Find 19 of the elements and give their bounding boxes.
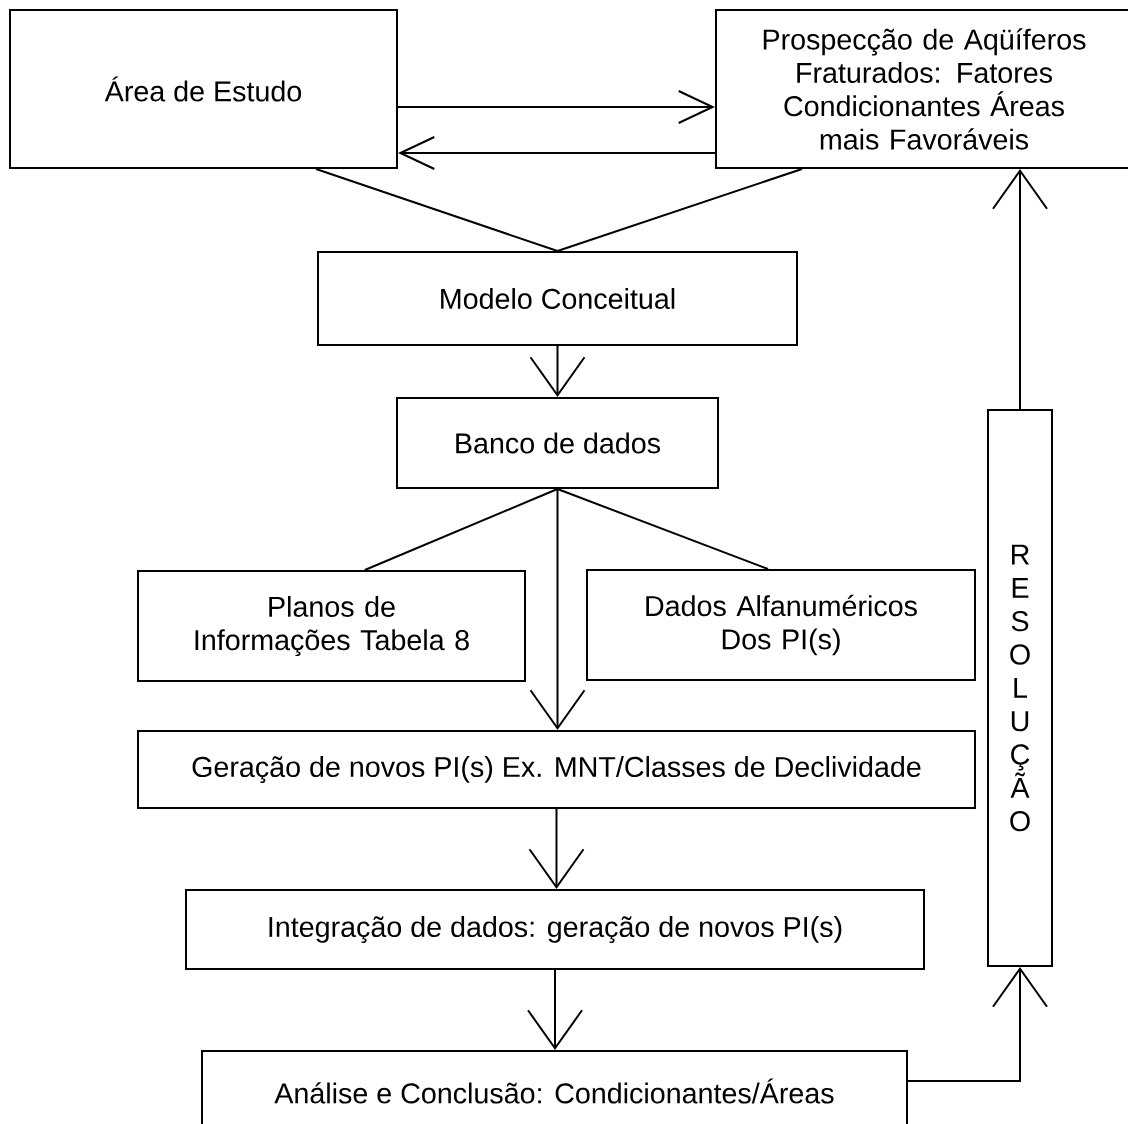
process-box: Prospecção de Aqüíferos Fraturados: Fatores Condicionantes Áreas mais Favoráveis (715, 9, 1128, 169)
process-box: Planos de Informações Tabela 8 (137, 570, 526, 682)
process-box: Dados Alfanuméricos Dos PI(s) (586, 569, 976, 681)
connector-line (315, 168, 559, 252)
process-box: Modelo Conceitual (317, 251, 798, 346)
vertical-text-box: RESOLUÇÃO (987, 409, 1053, 967)
process-box: Banco de dados (396, 397, 719, 489)
arrow (907, 967, 1048, 1082)
process-box: Análise e Conclusão: Condicionantes/Áreas (201, 1050, 908, 1124)
connector-line (556, 488, 769, 570)
arrow (397, 90, 715, 124)
arrow (529, 488, 586, 730)
connector-line (363, 488, 559, 571)
connector-line (556, 168, 803, 252)
process-box: Integração de dados: geração de novos PI(s) (185, 889, 925, 970)
process-box: Área de Estudo (9, 9, 398, 169)
arrow (398, 136, 716, 170)
arrow (992, 169, 1048, 410)
process-box: Geração de novos PI(s) Ex. MNT/Classes de Declividade (137, 730, 976, 809)
